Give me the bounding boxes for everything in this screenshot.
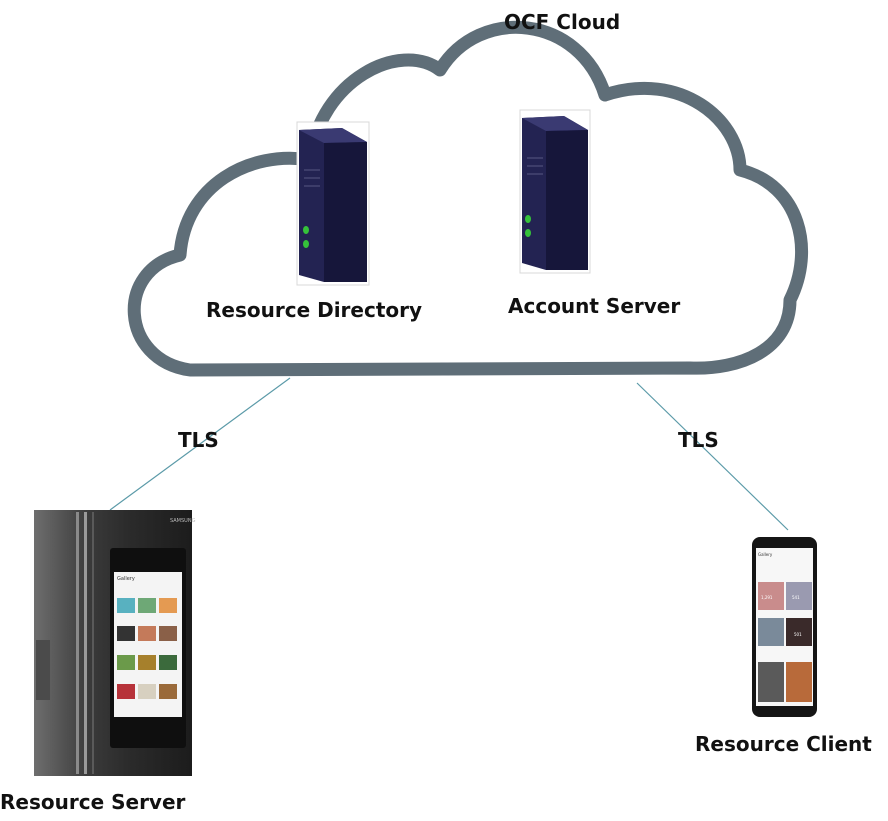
phone-tile-count-3: 501 bbox=[794, 632, 802, 637]
tls-link-right bbox=[636, 382, 789, 531]
phone-tile-count-1: 1,291 bbox=[761, 595, 773, 600]
fridge-brand: SAMSUNG bbox=[170, 518, 196, 524]
phone-tile-count-2: 541 bbox=[792, 595, 800, 600]
account-server-icon bbox=[519, 109, 591, 274]
phone-screen-title: Gallery bbox=[758, 552, 773, 557]
account-server-label: Account Server bbox=[508, 294, 681, 318]
tls-left-label: TLS bbox=[178, 428, 219, 452]
smart-fridge-device: SAMSUNG Gallery bbox=[34, 510, 196, 776]
smartphone-device: Gallery 1,291 541 501 bbox=[752, 537, 817, 717]
cloud-title: OCF Cloud bbox=[504, 10, 621, 34]
fridge-screen-title: Gallery bbox=[117, 576, 135, 582]
resource-directory-label: Resource Directory bbox=[206, 298, 423, 322]
resource-directory-server-icon bbox=[296, 121, 370, 286]
resource-client-label: Resource Client bbox=[695, 732, 872, 756]
resource-server-label: Resource Server bbox=[0, 790, 186, 814]
tls-link-left bbox=[109, 377, 291, 511]
tls-right-label: TLS bbox=[678, 428, 719, 452]
